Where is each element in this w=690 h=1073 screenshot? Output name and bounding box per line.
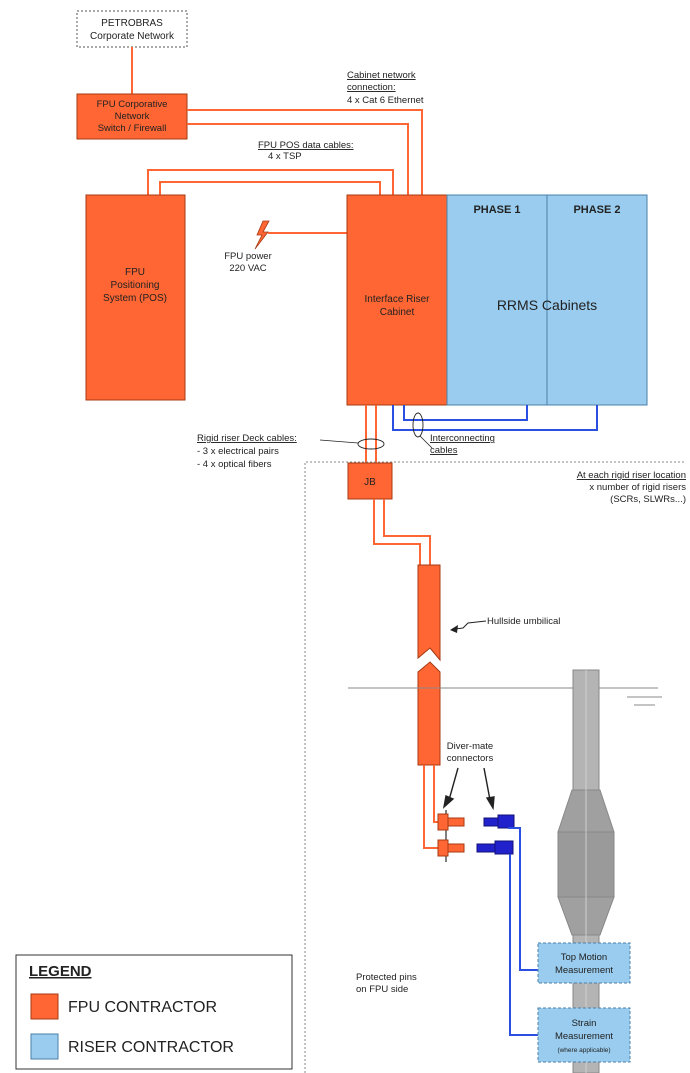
legend: LEGEND FPU CONTRACTOR RISER CONTRACTOR — [15, 954, 293, 1070]
pos-node: FPU Positioning System (POS) — [85, 194, 186, 401]
measurement-cables — [508, 827, 538, 1036]
deck-line1: Rigid riser Deck cables: — [197, 433, 297, 444]
hullside-umbilical — [417, 564, 441, 766]
pos-data-cables — [147, 169, 394, 195]
deck-cables-label: Rigid riser Deck cables: - 3 x electrica… — [197, 433, 297, 470]
junction-box-node: JB — [347, 462, 393, 500]
each-location-line2: x number of rigid risers — [589, 482, 686, 493]
interface-riser-cabinet-node: Interface Riser Cabinet — [346, 194, 448, 406]
pos-cables-line2: 4 x TSP — [268, 151, 302, 162]
power-icon — [254, 220, 270, 250]
interconnect-line1: Interconnecting — [430, 433, 495, 444]
fpu-connectors — [437, 810, 465, 862]
cabinet-line1: Interface Riser — [364, 294, 430, 305]
switch-line1: FPU Corporative — [97, 99, 168, 110]
diver-mate-line1: Diver-mate — [447, 741, 493, 752]
deck-line3: - 4 x optical fibers — [197, 459, 272, 470]
rrms-cabinets-node: PHASE 1 PHASE 2 RRMS Cabinets — [446, 194, 648, 406]
each-location-line3: (SCRs, SLWRs...) — [610, 494, 686, 505]
corporate-network-line2: Corporate Network — [90, 31, 175, 42]
protected-pins-label: Protected pins on FPU side — [356, 972, 417, 995]
ethernet-cables — [187, 109, 423, 195]
switch-line3: Switch / Firewall — [98, 123, 167, 134]
cabinet-network-line3: 4 x Cat 6 Ethernet — [347, 95, 424, 106]
riser-connectors — [476, 814, 515, 855]
diver-mate-arrows — [442, 767, 495, 811]
interconnect-line2: cables — [430, 445, 458, 456]
phase2-label: PHASE 2 — [573, 204, 620, 216]
pos-line1: FPU — [125, 267, 145, 278]
protected-pins-line1: Protected pins — [356, 972, 417, 983]
interconnect-bundle-mark — [412, 412, 424, 438]
rrms-label: RRMS Cabinets — [497, 297, 597, 313]
strain-node: Strain Measurement (where applicable) — [537, 1007, 631, 1063]
strain-line2: Measurement — [555, 1031, 613, 1042]
top-motion-line2: Measurement — [555, 965, 613, 976]
interconnect-leader — [419, 435, 433, 449]
fpu-power-label: FPU power 220 VAC — [224, 251, 272, 274]
cabinet-network-line1: Cabinet network — [347, 70, 416, 81]
deck-leader — [319, 439, 359, 444]
waterline — [348, 687, 662, 706]
phase1-label: PHASE 1 — [473, 204, 520, 216]
protected-pins-line2: on FPU side — [356, 984, 408, 995]
strain-line1: Strain — [572, 1018, 597, 1029]
deck-cables — [365, 405, 377, 463]
hullside-arrowhead — [450, 625, 458, 633]
each-location-label: At each rigid riser location x number of… — [577, 470, 687, 505]
corporate-network-line1: PETROBRAS — [101, 18, 163, 29]
power-line1: FPU power — [224, 251, 272, 262]
pos-line3: System (POS) — [103, 293, 167, 304]
jb-label: JB — [364, 477, 376, 488]
jb-umbilical-cables — [373, 499, 431, 565]
hullside-leader — [454, 620, 487, 630]
pos-cables-line1: FPU POS data cables: — [258, 140, 354, 151]
cabinet-network-label: Cabinet network connection: 4 x Cat 6 Et… — [347, 70, 424, 106]
deck-line2: - 3 x electrical pairs — [197, 446, 279, 457]
switch-line2: Network — [115, 111, 150, 122]
top-motion-node: Top Motion Measurement — [537, 942, 631, 984]
pos-cables-label: FPU POS data cables: 4 x TSP — [258, 140, 354, 162]
legend-title: LEGEND — [29, 963, 92, 980]
each-location-line1: At each rigid riser location — [577, 470, 686, 481]
interconnecting-label: Interconnecting cables — [430, 433, 495, 456]
umbilical-connector-cables — [423, 765, 440, 849]
corporate-network-node: PETROBRAS Corporate Network — [76, 10, 188, 48]
cabinet-line2: Cabinet — [380, 307, 415, 318]
diver-mate-label: Diver-mate connectors — [447, 741, 494, 764]
cabinet-network-line2: connection: — [347, 82, 396, 93]
deck-bundle-mark — [357, 438, 385, 450]
riser-location-boundary — [304, 461, 686, 1073]
pos-line2: Positioning — [111, 280, 160, 291]
top-motion-line1: Top Motion — [561, 952, 607, 963]
legend-label-fpu: FPU CONTRACTOR — [68, 999, 217, 1016]
legend-label-riser: RISER CONTRACTOR — [68, 1039, 234, 1056]
diver-mate-line2: connectors — [447, 753, 494, 764]
legend-swatch-riser — [30, 1033, 59, 1060]
switch-firewall-node: FPU Corporative Network Switch / Firewal… — [76, 93, 188, 140]
strain-line3: (where applicable) — [557, 1047, 610, 1054]
power-line2: 220 VAC — [229, 263, 266, 274]
interconnecting-cables — [392, 405, 598, 431]
hullside-label: Hullside umbilical — [487, 616, 560, 627]
legend-swatch-fpu — [30, 993, 59, 1020]
